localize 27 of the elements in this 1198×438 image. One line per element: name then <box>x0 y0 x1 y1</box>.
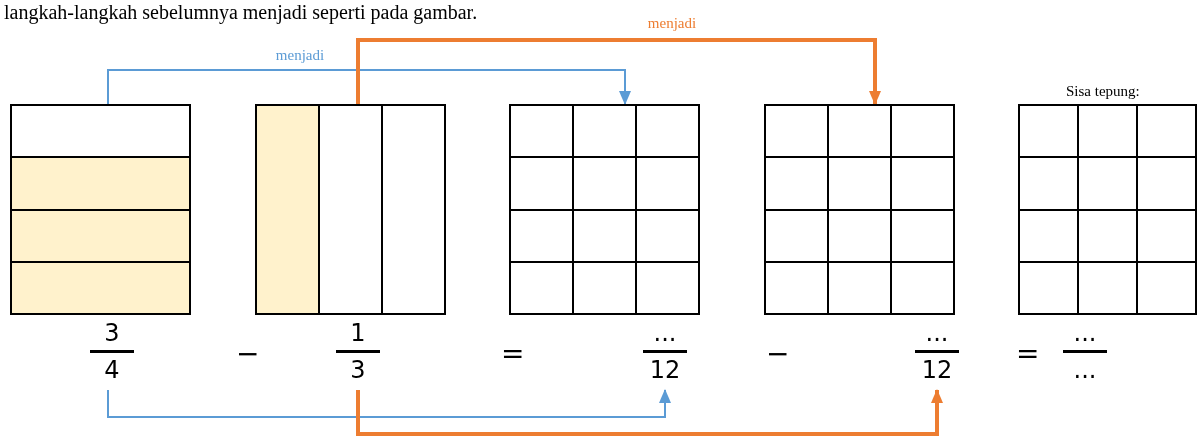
connector-arrow <box>356 38 881 105</box>
denominator: 3 <box>350 355 366 386</box>
numerator: ... <box>925 318 949 349</box>
grid-caption: Sisa tepung: <box>1066 82 1140 100</box>
denominator: 12 <box>921 355 953 386</box>
instruction-text: langkah-langkah sebelumnya menjadi seperti pada gambar. <box>4 0 478 24</box>
edge-label: menjadi <box>275 46 325 64</box>
fraction-grid <box>1018 104 1197 315</box>
operator-sign: − <box>236 336 260 372</box>
fraction-grid <box>10 104 191 315</box>
fraction-grid <box>764 104 955 315</box>
connector-arrow <box>107 389 671 418</box>
fraction-grid <box>255 104 446 315</box>
fraction-grid <box>509 104 700 315</box>
connector-arrow <box>356 389 943 436</box>
connector-arrow <box>107 69 631 105</box>
numerator: ... <box>1073 318 1097 349</box>
operator-sign: − <box>766 336 790 372</box>
denominator: 12 <box>649 355 681 386</box>
denominator: 4 <box>104 355 120 386</box>
numerator: ... <box>653 318 677 349</box>
numerator: 1 <box>350 318 366 349</box>
operator-sign: = <box>501 336 525 372</box>
operator-sign: = <box>1016 336 1040 372</box>
denominator: ... <box>1073 355 1097 386</box>
edge-label: menjadi <box>647 14 697 32</box>
numerator: 3 <box>104 318 120 349</box>
